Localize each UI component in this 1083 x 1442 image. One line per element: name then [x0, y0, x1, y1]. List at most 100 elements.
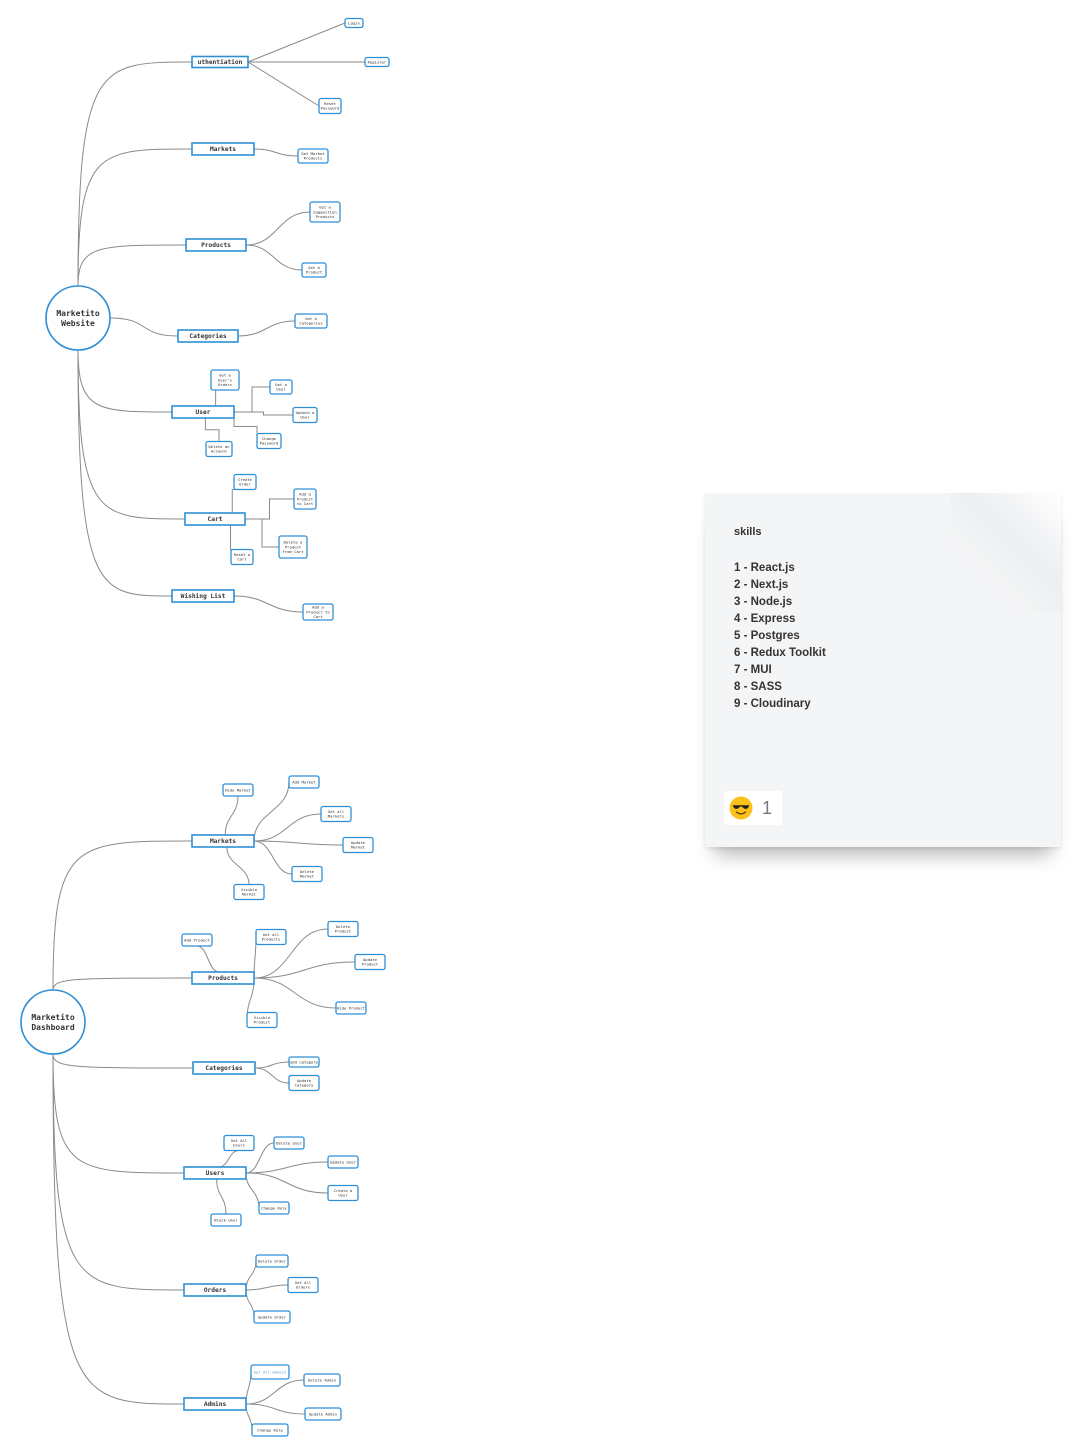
- topic-box: [191, 142, 255, 156]
- leaf-node-d-ua[interactable]: Update Admin: [304, 1407, 342, 1421]
- skills-sticky-note[interactable]: skills 1 - React.js 2 - Next.js 3 - Node…: [705, 493, 1061, 847]
- connector-line: [109, 317, 179, 337]
- leaf-node-d-du[interactable]: Delete User: [273, 1136, 305, 1150]
- node-label: User's: [218, 377, 232, 382]
- topic-node-w-wish[interactable]: Wishing List: [171, 589, 235, 603]
- leaf-node-d-gaa[interactable]: Get All Admins: [250, 1364, 290, 1380]
- leaf-node-d-hp[interactable]: Hide Product: [335, 1001, 367, 1015]
- leaf-node-d-uu[interactable]: Update User: [327, 1155, 359, 1169]
- leaf-node-d-am[interactable]: Add Market: [288, 775, 320, 789]
- node-label: Products: [208, 975, 238, 982]
- topic-node-d-products[interactable]: Products: [191, 971, 255, 985]
- node-label: Product: [362, 962, 378, 967]
- topic-box: [192, 1061, 256, 1075]
- connector-line: [218, 1150, 240, 1168]
- leaf-box: [292, 406, 318, 424]
- leaf-box: [291, 865, 323, 883]
- leaf-node-d-acr[interactable]: Change Role: [251, 1423, 289, 1437]
- leaf-node-w-register[interactable]: Register: [364, 56, 390, 68]
- leaf-box: [302, 603, 334, 621]
- node-label: Password: [260, 441, 279, 446]
- leaf-node-d-ap[interactable]: Add Product: [181, 933, 213, 947]
- topic-node-w-user[interactable]: User: [171, 405, 235, 419]
- leaf-node-d-da[interactable]: Delete Admin: [303, 1373, 341, 1387]
- leaf-node-d-cr[interactable]: Change Role: [258, 1201, 290, 1215]
- topic-node-w-products[interactable]: Products: [185, 238, 247, 252]
- skills-list-item: 4 - Express: [734, 613, 796, 625]
- topic-box: [177, 329, 239, 343]
- leaf-node-d-do[interactable]: Delete Order: [255, 1254, 289, 1268]
- connector-line: [52, 977, 193, 991]
- topic-node-d-markets[interactable]: Markets: [191, 834, 255, 848]
- node-label: Products: [262, 937, 281, 942]
- topic-node-w-auth[interactable]: uthentiation: [191, 55, 249, 69]
- topic-node-d-orders[interactable]: Orders: [183, 1283, 247, 1297]
- node-label: Update: [363, 957, 378, 962]
- topic-node-w-categories[interactable]: Categories: [177, 329, 239, 343]
- connector-line: [245, 1142, 275, 1174]
- topic-node-w-cart[interactable]: Cart: [184, 512, 246, 526]
- node-label: Get a: [275, 382, 287, 387]
- leaf-node-w-login[interactable]: Login: [344, 17, 364, 29]
- connector-line: [245, 211, 311, 246]
- topic-node-d-categories[interactable]: Categories: [192, 1061, 256, 1075]
- topic-node-d-users[interactable]: Users: [183, 1166, 247, 1180]
- node-label: Delete Order: [258, 1258, 287, 1263]
- connector-line: [245, 498, 294, 520]
- reaction-badge[interactable]: 1: [724, 791, 782, 825]
- node-label: Delete a: [284, 540, 303, 545]
- leaf-box: [297, 148, 329, 164]
- node-label: Categories: [205, 1064, 243, 1072]
- node-label: Hide Market: [225, 787, 251, 792]
- node-label: Marketito: [56, 308, 100, 318]
- leaf-box: [303, 1373, 341, 1387]
- leaf-box: [309, 201, 341, 223]
- connector-line: [77, 349, 173, 597]
- leaf-box: [344, 17, 364, 29]
- node-label: Visible: [241, 887, 258, 892]
- topic-node-w-markets[interactable]: Markets: [191, 142, 255, 156]
- leaf-node-d-ac[interactable]: add category: [288, 1056, 320, 1068]
- leaf-box: [278, 535, 308, 559]
- topic-node-d-admins[interactable]: Admins: [183, 1397, 247, 1411]
- node-label: Get All Admins: [254, 1369, 287, 1374]
- node-label: User: [300, 415, 310, 420]
- leaf-node-d-bu[interactable]: Block User: [210, 1213, 242, 1227]
- leaf-node-d-hm[interactable]: Hide Market: [222, 783, 254, 797]
- topic-box: [183, 1166, 247, 1180]
- node-label: Change Role: [257, 1427, 283, 1432]
- node-label: Product: [254, 1020, 270, 1025]
- smiling-face-with-sunglasses-icon: [729, 796, 753, 820]
- connector-line: [233, 412, 258, 441]
- leaf-node-d-uo[interactable]: Update Order: [253, 1310, 291, 1324]
